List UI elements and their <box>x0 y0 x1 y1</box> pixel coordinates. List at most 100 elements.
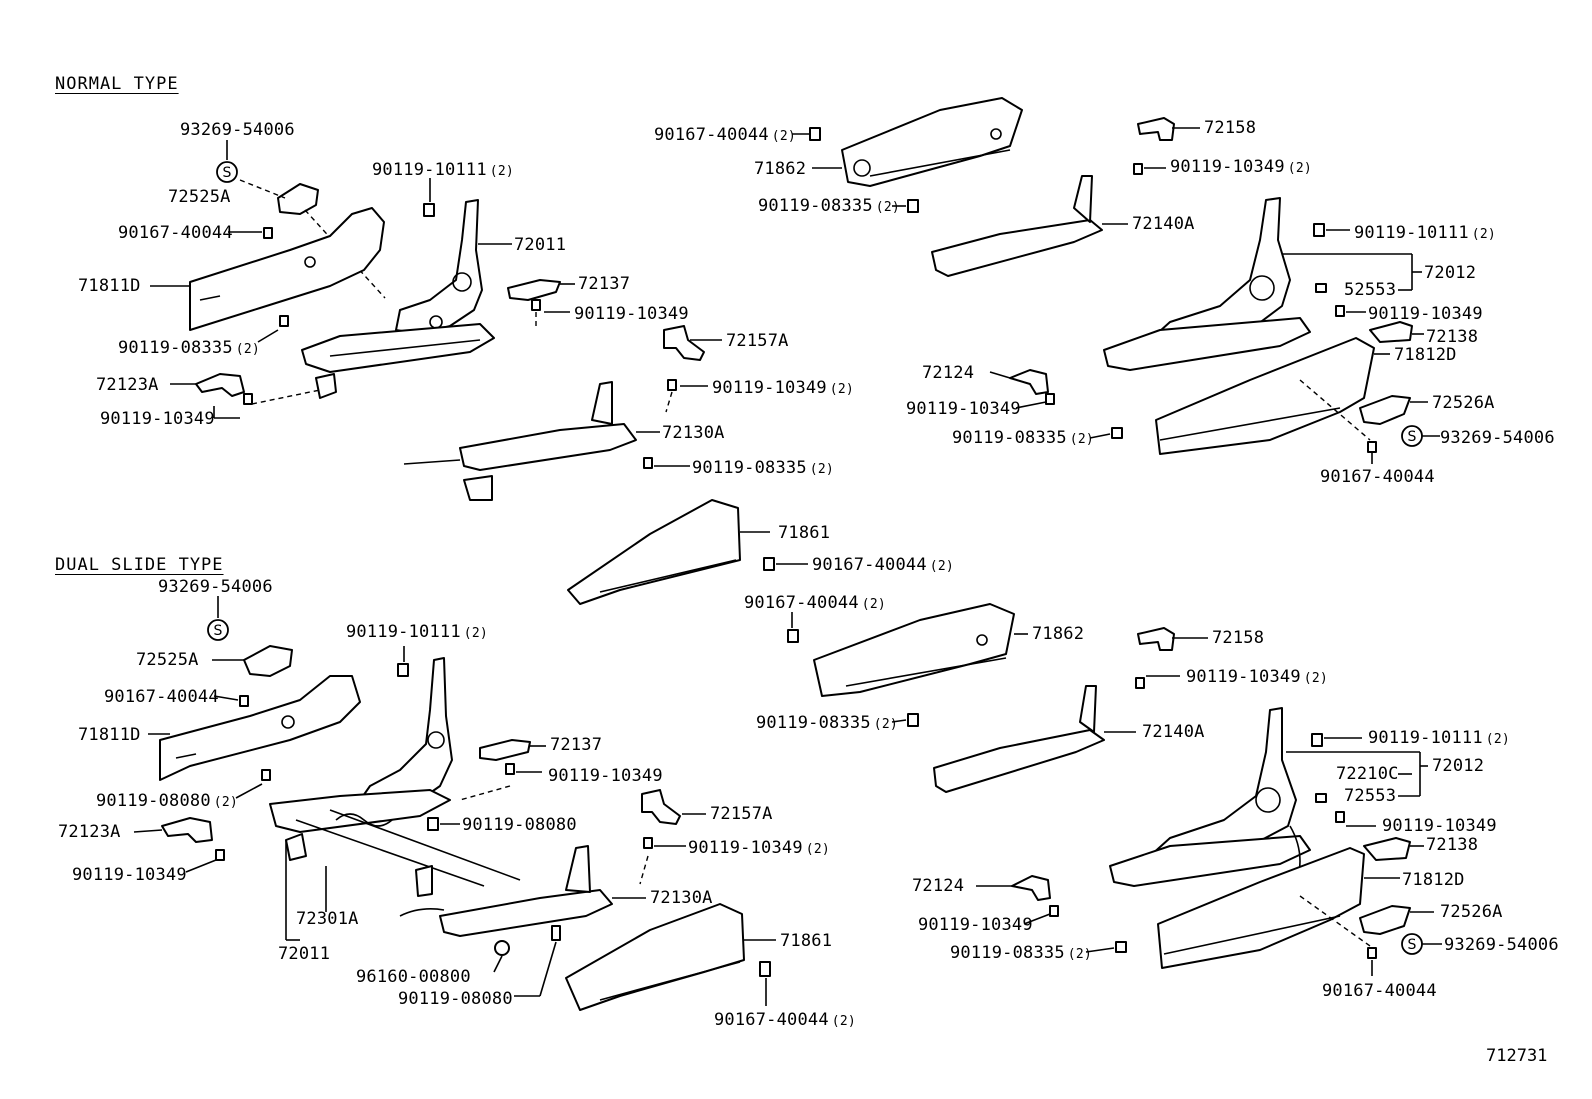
part-label: 72123A <box>58 822 121 842</box>
part-label: 71862 <box>1032 624 1085 644</box>
part-label: 90119-08335(2) <box>118 338 260 358</box>
part-label: 90119-10111(2) <box>1354 223 1496 243</box>
shield-71862-dual <box>813 603 1015 697</box>
rail-frame-dual <box>269 789 451 833</box>
part-label: 96160-00800 <box>356 967 471 987</box>
part-label: 90167-40044(2) <box>812 555 954 575</box>
cover-72138-dual <box>1363 837 1411 861</box>
part-label: 72124 <box>922 363 975 383</box>
part-label: 90119-10349 <box>918 915 1033 935</box>
part-label: 72012 <box>1432 756 1485 776</box>
part-label: 72137 <box>550 735 603 755</box>
part-label: 90119-08080 <box>398 989 513 1009</box>
part-label: 90119-08335(2) <box>692 458 834 478</box>
part-label: 93269-54006 <box>158 577 273 597</box>
screws-rail-normal <box>643 379 677 469</box>
part-label: 90167-40044 <box>1322 981 1437 1001</box>
part-label: 71862 <box>754 159 807 179</box>
part-label: 72140A <box>1132 214 1195 234</box>
shield-71812D-dual <box>1157 847 1365 969</box>
part-label: 90119-10349 <box>1368 304 1483 324</box>
knob-72525A-dual <box>243 645 293 677</box>
part-label: 71812D <box>1394 345 1457 365</box>
part-label: 90119-10349 <box>100 409 215 429</box>
bracket-72157A-dual <box>641 789 681 825</box>
cap-72158-dual <box>1137 627 1175 651</box>
part-label: 90167-40044 <box>1320 467 1435 487</box>
knob-72526A-upper <box>1359 395 1411 425</box>
shield-71861-dual <box>565 903 745 1011</box>
cover-72123A-dual <box>161 817 213 843</box>
part-label: 93269-54006 <box>1440 428 1555 448</box>
part-label: 72138 <box>1426 327 1479 347</box>
part-label: 90119-10111(2) <box>372 160 514 180</box>
shield-71862-upper <box>841 97 1023 187</box>
part-label: 72011 <box>278 944 331 964</box>
part-label: 90167-40044(2) <box>714 1010 856 1030</box>
part-label: 90119-10349(2) <box>1186 667 1328 687</box>
knob-72526A-dual <box>1359 905 1411 935</box>
part-label: 52553 <box>1344 280 1397 300</box>
svg-text:S: S <box>1408 937 1417 953</box>
part-label: 72158 <box>1204 118 1257 138</box>
part-label: 90119-10349 <box>72 865 187 885</box>
bracket-72137-dual <box>479 739 531 761</box>
part-label: 90167-40044(2) <box>744 593 886 613</box>
rail-72130A-dual <box>439 889 613 937</box>
cover-72124-upper <box>1009 369 1049 395</box>
part-label: 93269-54006 <box>1444 935 1559 955</box>
part-label: 72158 <box>1212 628 1265 648</box>
cap-72158-upper <box>1137 117 1175 141</box>
part-label: 72130A <box>650 888 713 908</box>
rail-72130A <box>459 423 637 471</box>
part-label: 72526A <box>1432 393 1495 413</box>
s-symbol-letter: S <box>223 165 232 181</box>
part-label: 72140A <box>1142 722 1205 742</box>
bracket-72157A <box>663 325 705 361</box>
part-label: 90119-10349 <box>574 304 689 324</box>
s-symbol: S <box>216 140 238 183</box>
part-label: 71811D <box>78 276 141 296</box>
part-label: 90119-10349(2) <box>712 378 854 398</box>
part-label: 72138 <box>1426 835 1479 855</box>
part-label: 93269-54006 <box>180 120 295 140</box>
dual-slide-type-heading: DUAL SLIDE TYPE <box>55 555 224 575</box>
part-label: 90119-10349(2) <box>1170 157 1312 177</box>
figure-number: 712731 <box>1486 1046 1548 1066</box>
svg-text:S: S <box>1408 429 1417 445</box>
part-label: 72157A <box>710 804 773 824</box>
part-label: 90167-40044(2) <box>654 125 796 145</box>
rail-72140A-upper <box>931 219 1103 277</box>
recliner-72011-dual <box>355 657 453 811</box>
part-label: 71861 <box>780 931 833 951</box>
normal-type-heading: NORMAL TYPE <box>55 74 179 94</box>
part-label: 90119-10111(2) <box>1368 728 1510 748</box>
part-label: 72012 <box>1424 263 1477 283</box>
screws-normal-left <box>243 203 541 405</box>
rail-72140A-dual <box>933 729 1105 793</box>
recliner-72011 <box>395 199 483 335</box>
cover-72138-upper <box>1369 321 1413 343</box>
part-label: 72130A <box>662 423 725 443</box>
part-label: 72301A <box>296 909 359 929</box>
part-label: 90119-08335(2) <box>756 713 898 733</box>
cover-72124-dual <box>1011 875 1051 901</box>
part-label: 90119-08335(2) <box>950 943 1092 963</box>
knob-72525A <box>277 183 319 215</box>
bracket-72137 <box>507 279 561 301</box>
cover-72123A <box>195 373 245 397</box>
part-label: 72157A <box>726 331 789 351</box>
part-label: 90119-10349 <box>548 766 663 786</box>
part-label: 72526A <box>1440 902 1503 922</box>
part-label: 90119-08080 <box>462 815 577 835</box>
part-label: 90119-08080(2) <box>96 791 238 811</box>
part-label: 90167-40044 <box>118 223 233 243</box>
shield-71812D-upper <box>1155 337 1375 455</box>
part-label: 72525A <box>136 650 199 670</box>
part-label: 90119-10349 <box>1382 816 1497 836</box>
part-label: 72210C <box>1336 764 1399 784</box>
part-label: 72124 <box>912 876 965 896</box>
part-label: 90119-10111(2) <box>346 622 488 642</box>
part-label: 72553 <box>1344 786 1397 806</box>
